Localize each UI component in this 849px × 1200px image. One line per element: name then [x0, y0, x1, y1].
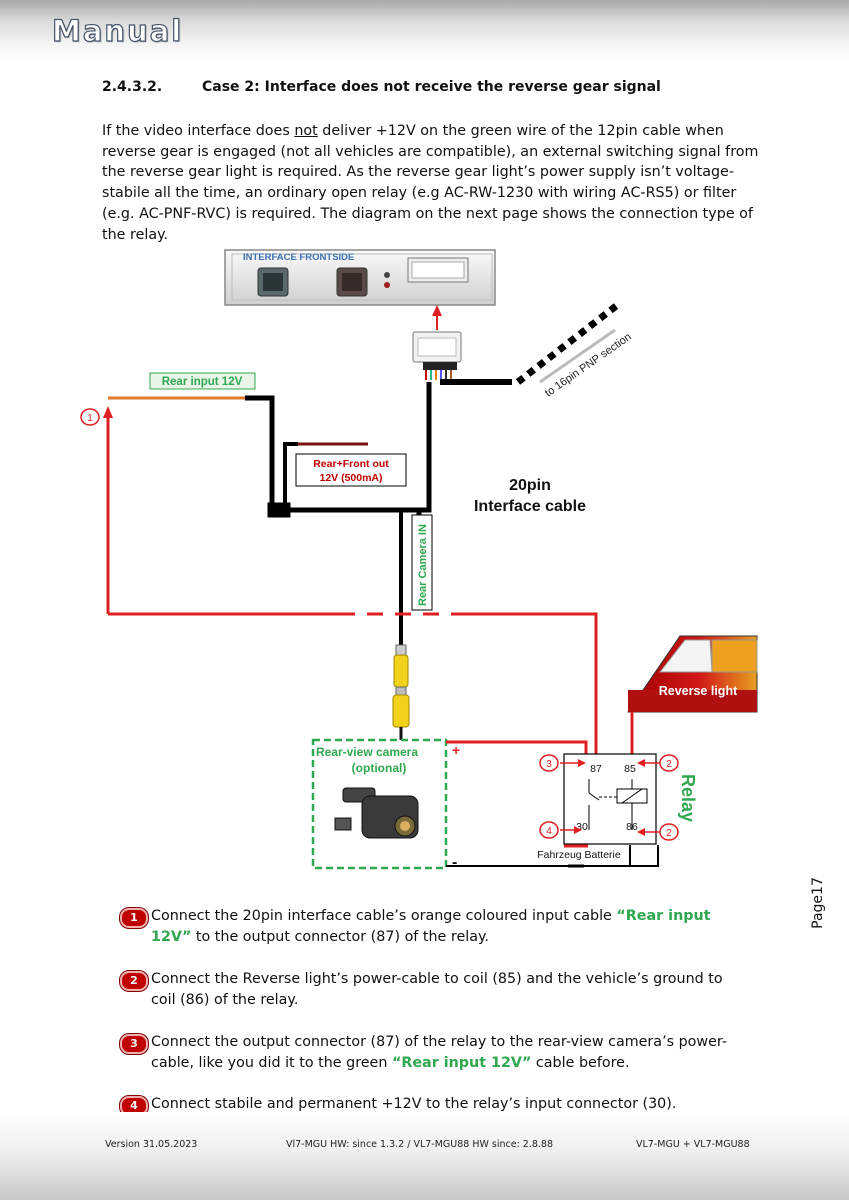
svg-text:2: 2	[666, 759, 672, 770]
step-1: 1 Connect the 20pin interface cable’s or…	[120, 906, 760, 950]
battery-label: Fahrzeug Batterie	[537, 849, 621, 861]
interface-frontside-label: INTERFACE FRONTSIDE	[243, 252, 354, 263]
svg-text:2: 2	[666, 828, 672, 839]
arrow-up-red-icon	[103, 406, 113, 418]
step-1-badge: 1	[120, 908, 148, 928]
pin-87: 87	[590, 763, 602, 775]
camera-minus-sign: -	[452, 854, 457, 871]
footer-model: VL7-MGU + VL7-MGU88	[636, 1139, 750, 1150]
section-number: 2.4.3.2.	[102, 79, 163, 95]
rear-input-label-box	[149, 372, 256, 390]
step-3: 3 Connect the output connector (87) of t…	[120, 1032, 760, 1076]
camera-plus-sign: +	[452, 742, 460, 758]
arrow-up-icon	[432, 305, 442, 316]
step-3-text: Connect the output connector (87) of the…	[151, 1034, 728, 1071]
page-number: Page17	[809, 877, 826, 929]
camera-label-2: (optional)	[352, 761, 407, 775]
intro-underlined: not	[294, 123, 318, 139]
rear-front-out-box	[295, 453, 407, 487]
header-band	[0, 0, 849, 62]
intro-paragraph: If the video interface does not deliver …	[102, 123, 759, 243]
marker-1: 1	[80, 408, 100, 426]
marker-2-bottom: 2	[659, 823, 679, 841]
marker-4: 4	[539, 821, 559, 839]
svg-text:4: 4	[546, 826, 552, 837]
pnp-section-label: to 16pin PNP section	[543, 331, 634, 400]
rear-front-out-label-1: Rear+Front out	[313, 458, 389, 470]
svg-text:1: 1	[87, 413, 93, 424]
rear-input-label: Rear input 12V	[162, 376, 243, 388]
section-title: Case 2: Interface does not receive the r…	[202, 79, 661, 95]
footer-version: Version 31.05.2023	[105, 1139, 198, 1150]
interface-device	[224, 249, 496, 306]
step-4-text: Connect stabile and permanent +12V to th…	[151, 1096, 677, 1112]
marker-2-top: 2	[659, 754, 679, 772]
pnp-dashed-cable	[515, 300, 623, 385]
step-2-badge: 2	[120, 971, 148, 991]
camera-label-1: Rear-view camera	[316, 745, 418, 759]
pin-86: 86	[626, 821, 638, 833]
step-2: 2 Connect the Reverse light’s power-cabl…	[120, 969, 760, 1013]
step-1-text: Connect the 20pin interface cable’s oran…	[151, 908, 711, 945]
rca-connector	[392, 644, 410, 740]
reverse-light-lamp	[627, 635, 758, 713]
relay-label: Relay	[678, 774, 698, 822]
brand-logo: Manual	[51, 13, 184, 48]
20pin-connector	[412, 331, 462, 380]
footer-band	[0, 1112, 849, 1200]
svg-text:3: 3	[546, 759, 552, 770]
pnp-arrow-line	[539, 328, 616, 384]
red-wire-top	[108, 612, 598, 765]
camera-dashed-box	[311, 738, 448, 870]
rear-camera-in-box	[411, 514, 433, 611]
rear-front-out-label-2: 12V (500mA)	[319, 472, 382, 484]
cable-label-2: Interface cable	[474, 498, 586, 515]
marker-3: 3	[539, 754, 559, 772]
camera-icon	[334, 787, 419, 839]
rear-camera-in-label: Rear Camera IN	[417, 524, 429, 606]
cable-label-1: 20pin	[509, 477, 551, 494]
pin-85: 85	[624, 763, 636, 775]
footer-hardware: Vl7-MGU HW: since 1.3.2 / VL7-MGU88 HW s…	[286, 1139, 554, 1150]
step-3-badge: 3	[120, 1034, 148, 1054]
step-2-text: Connect the Reverse light’s power-cable …	[151, 971, 723, 1008]
reverse-light-label: Reverse light	[659, 684, 738, 698]
pin-30: 30	[576, 821, 588, 833]
black-cable-harness	[245, 379, 512, 645]
